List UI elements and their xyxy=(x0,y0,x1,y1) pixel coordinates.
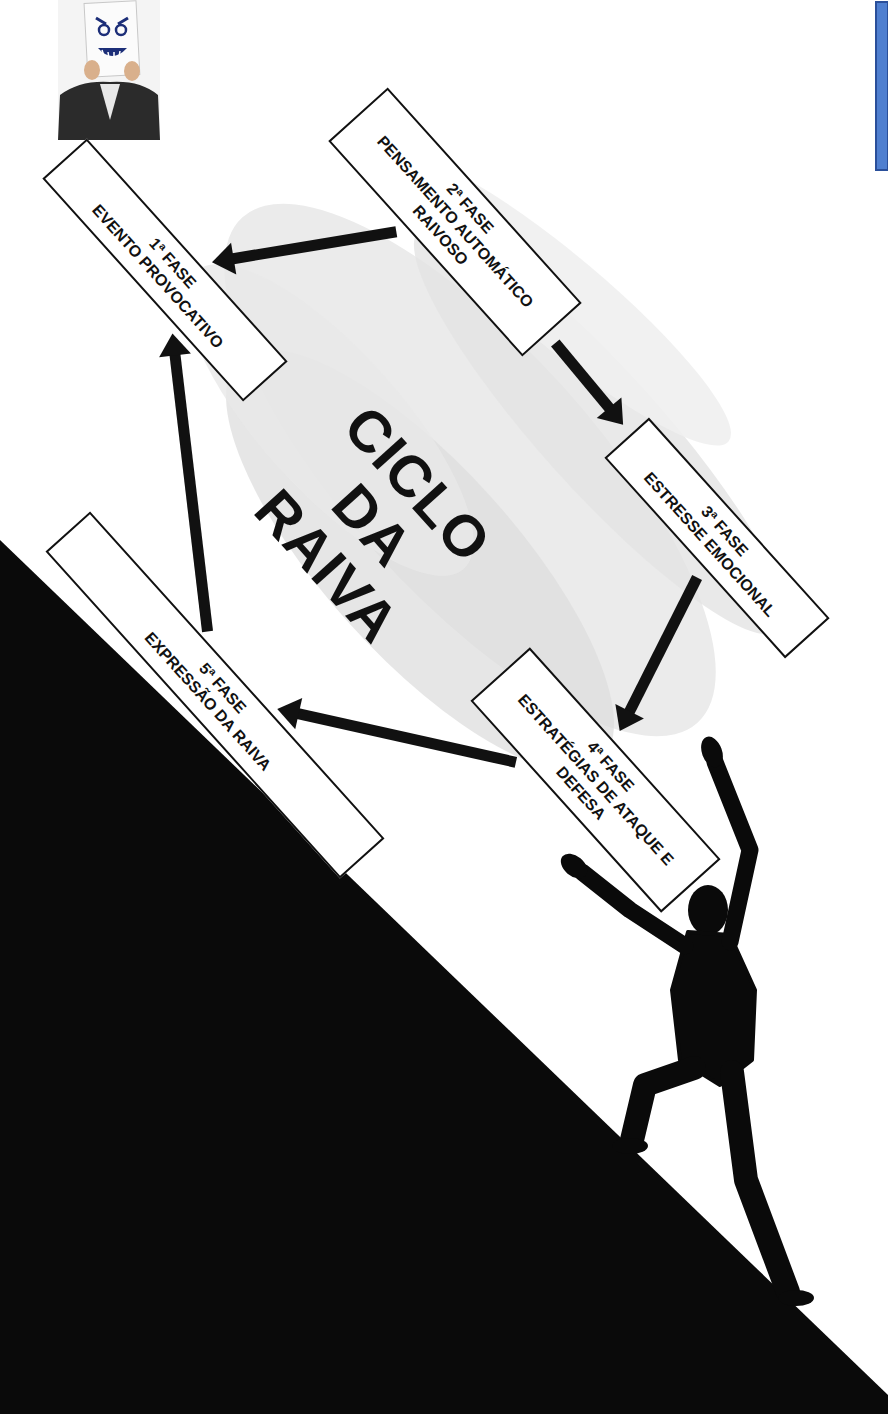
arrow-head xyxy=(597,398,623,425)
phase-box: 2ª FASEPENSAMENTO AUTOMÁTICO RAIVOSO xyxy=(328,87,581,356)
arrow-head xyxy=(615,704,644,731)
flow-arrow xyxy=(555,343,623,425)
arrow-shaft xyxy=(175,353,208,631)
side-tab xyxy=(876,2,888,170)
flow-arrow xyxy=(159,333,207,631)
phase-label: PENSAMENTO AUTOMÁTICO RAIVOSO xyxy=(345,118,550,339)
arrow-shaft xyxy=(232,232,397,259)
phase-box: 3ª FASEESTRESSE EMOCIONAL xyxy=(604,418,829,659)
phase-box: 4ª FASEESTRATÉGIAS DE ATAQUE E DEFESA xyxy=(470,647,720,912)
arrow-head xyxy=(212,243,236,275)
man-with-mask-photo xyxy=(58,0,160,140)
hill xyxy=(0,540,888,1414)
diagram-title: CICLO DA RAIVA xyxy=(227,378,518,673)
arrow-shaft xyxy=(629,577,697,713)
phase-label: EVENTO PROVOCATIVO xyxy=(59,169,256,385)
phase-number: 1ª FASE xyxy=(74,156,271,372)
flow-arrow xyxy=(615,577,697,731)
flow-arrow xyxy=(212,232,396,275)
arrow-shaft xyxy=(555,343,610,409)
phase-number: 3ª FASE xyxy=(636,435,813,628)
phase-label: ESTRESSE EMOCIONAL xyxy=(621,448,798,641)
phase-label: ESTRATÉGIAS DE ATAQUE E DEFESA xyxy=(487,678,689,896)
phase-box: 1ª FASEEVENTO PROVOCATIVO xyxy=(42,138,287,401)
arrow-shaft xyxy=(297,713,516,762)
